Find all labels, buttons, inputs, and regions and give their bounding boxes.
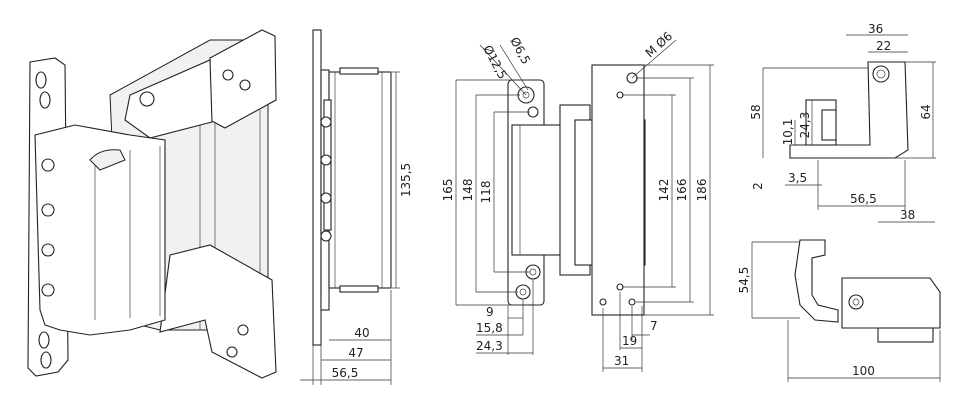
isometric-hinge-view <box>27 29 277 379</box>
dim-545: 54,5 <box>737 267 751 294</box>
screw-hole <box>40 351 52 369</box>
dim-9: 9 <box>486 305 494 319</box>
bottom-detail-view: 54,5 100 <box>737 239 941 382</box>
dim-58: 58 <box>749 104 763 119</box>
dim-2: 2 <box>751 182 765 190</box>
dim-22: 22 <box>876 39 891 53</box>
top-detail-view: 36 22 58 10,1 24,3 64 2 3,5 56,5 38 <box>749 22 936 223</box>
bracket-hole <box>237 324 249 336</box>
dim-165: 165 <box>441 179 455 202</box>
front-right-flange <box>591 64 645 316</box>
dim-158: 15,8 <box>476 321 503 335</box>
dim-19: 19 <box>622 334 637 348</box>
screw <box>41 283 55 297</box>
dim-7: 7 <box>650 319 658 333</box>
top-detail-bracket <box>789 61 909 159</box>
hinge-cover <box>34 124 166 336</box>
bottom-detail-foot <box>877 327 934 343</box>
dim-31: 31 <box>614 354 629 368</box>
dim-hole-a: Ø12,5 <box>480 43 509 82</box>
dim-148: 148 <box>461 179 475 202</box>
dim-142: 142 <box>657 179 671 202</box>
dim-38: 38 <box>900 208 915 222</box>
dim-101: 10,1 <box>781 119 795 146</box>
screw <box>41 243 55 257</box>
dim-40: 40 <box>354 326 369 340</box>
screw-hole <box>35 71 47 89</box>
dim-47: 47 <box>348 346 363 360</box>
bottom-bracket <box>159 244 277 379</box>
bottom-detail-bracket <box>841 277 941 329</box>
dim-565: 56,5 <box>332 366 359 380</box>
dim-64: 64 <box>919 104 933 119</box>
pivot-screw <box>139 91 155 107</box>
screw <box>41 158 55 172</box>
dim-hole-b: Ø6,5 <box>507 35 533 67</box>
dim-243: 24,3 <box>476 339 503 353</box>
bracket-hole <box>226 346 238 358</box>
dim-118: 118 <box>479 181 493 204</box>
dim-186: 186 <box>695 179 709 202</box>
front-view: Ø12,5 Ø6,5 M Ø6 165 148 118 142 166 186 <box>441 29 714 372</box>
dim-565b: 56,5 <box>850 192 877 206</box>
bottom-detail-arm <box>794 239 839 323</box>
dim-35: 3,5 <box>788 171 807 185</box>
dim-166: 166 <box>675 179 689 202</box>
side-view: 135,5 40 47 56,5 <box>300 29 413 385</box>
dim-243b: 24,3 <box>798 112 812 139</box>
screw-hole <box>39 91 51 109</box>
bracket-hole <box>222 69 234 81</box>
dim-height: 135,5 <box>399 163 413 197</box>
dim-100: 100 <box>852 364 875 378</box>
bracket-hole <box>239 79 251 91</box>
side-plate <box>312 29 322 346</box>
dim-36: 36 <box>868 22 883 36</box>
screw-hole <box>38 331 50 349</box>
screw <box>41 203 55 217</box>
